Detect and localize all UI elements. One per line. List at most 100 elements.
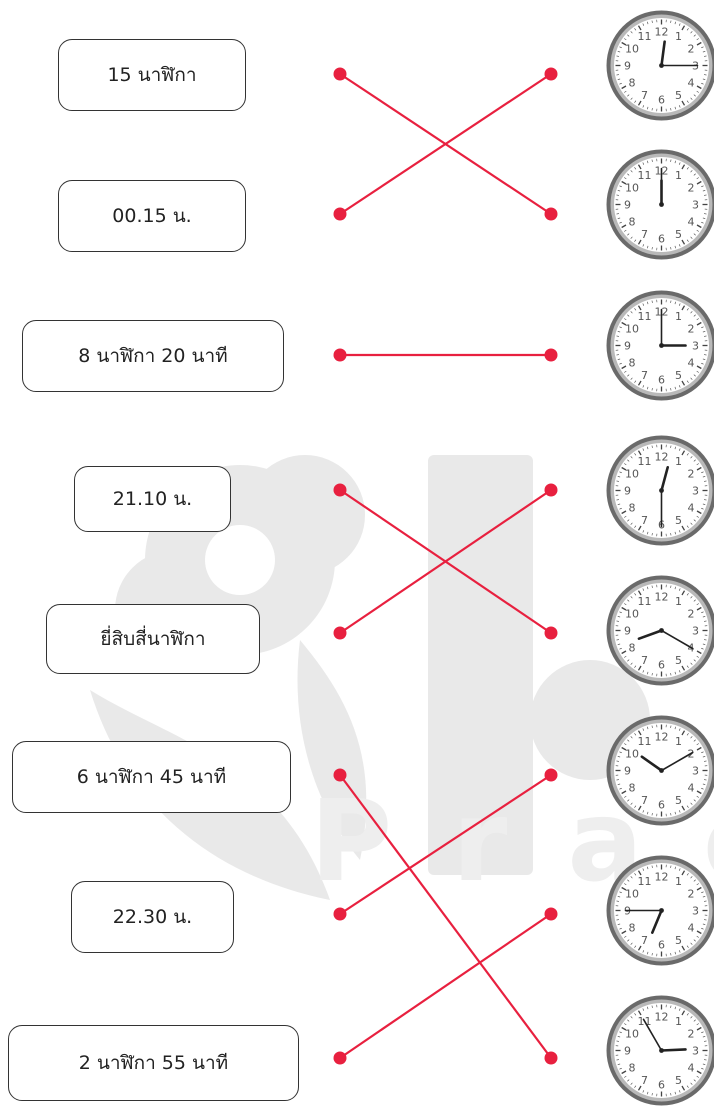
clock-tick (696, 510, 702, 515)
clock-tick (624, 795, 627, 798)
clock-tick (634, 593, 637, 596)
clock-tick (678, 588, 681, 591)
clock-tick (690, 377, 693, 380)
left-dot[interactable] (333, 207, 347, 221)
clock-tick (616, 1059, 620, 1061)
clock-center (659, 768, 664, 773)
right-dot[interactable] (544, 626, 558, 640)
clock-tick (703, 354, 707, 356)
clock-tick (616, 499, 620, 501)
left-dot[interactable] (333, 626, 347, 640)
clock-tick (642, 670, 645, 673)
clock-tick (674, 21, 677, 25)
clock-tick (617, 923, 621, 926)
clock-tick (693, 94, 696, 97)
clock-tick (693, 799, 696, 802)
clock-tick (651, 532, 653, 536)
clock-tick (616, 194, 620, 196)
clock-tick (642, 105, 645, 108)
clock-tick (696, 935, 699, 938)
clock-tick (619, 751, 622, 754)
clock-numeral: 1 (675, 1015, 682, 1028)
clock-tick (616, 74, 620, 76)
clock-tick (678, 728, 681, 731)
clock-tick (630, 170, 633, 173)
clock-tick (621, 790, 627, 795)
left-dot[interactable] (333, 768, 347, 782)
clock-numeral: 4 (687, 77, 694, 90)
clock-numeral: 6 (658, 1079, 665, 1092)
clock-numeral: 11 (638, 595, 652, 608)
right-dot[interactable] (544, 67, 558, 81)
left-dot[interactable] (333, 907, 347, 921)
clock-numeral: 3 (692, 905, 699, 918)
clock-tick (696, 229, 699, 232)
clock-numeral: 9 (624, 625, 631, 638)
clock-tick (696, 466, 702, 471)
right-dot[interactable] (544, 907, 558, 921)
clock-numeral: 4 (687, 782, 694, 795)
clock-numeral: 5 (675, 369, 682, 382)
clock-tick (693, 314, 696, 317)
right-dot[interactable] (544, 483, 558, 497)
clock-numeral: 11 (638, 30, 652, 43)
clock-tick (678, 385, 681, 388)
right-dot[interactable] (544, 207, 558, 221)
right-dot[interactable] (544, 768, 558, 782)
right-dot[interactable] (544, 1051, 558, 1065)
hour-hand (637, 629, 663, 641)
clock-tick (690, 236, 693, 239)
clock-tick (678, 670, 681, 673)
clock-tick (696, 655, 699, 658)
clock-tick (624, 515, 627, 518)
clock-tick (696, 318, 699, 321)
right-dot[interactable] (544, 348, 558, 362)
left-dot[interactable] (333, 348, 347, 362)
clock-tick (674, 531, 677, 535)
clock-tick (702, 895, 706, 898)
clock-numeral: 5 (675, 654, 682, 667)
clock-tick (642, 530, 645, 533)
clock-tick (690, 97, 693, 100)
clock-tick (670, 812, 672, 816)
clock-tick (651, 585, 653, 589)
clock-tick (617, 755, 621, 758)
clock-numeral: 8 (629, 782, 636, 795)
left-dot[interactable] (333, 483, 347, 497)
clock-tick (634, 380, 637, 383)
clock-tick (634, 733, 637, 736)
clock-tick (670, 246, 672, 250)
clock-tick (702, 78, 706, 81)
left-dot[interactable] (333, 1051, 347, 1065)
clock-numeral: 7 (641, 514, 648, 527)
clock-center (659, 63, 664, 68)
clock-numeral: 11 (638, 169, 652, 182)
clock-tick (624, 177, 627, 180)
clock-numeral: 5 (675, 1074, 682, 1087)
clock-tick (634, 167, 637, 170)
clock-tick (701, 362, 704, 365)
clock-tick (703, 620, 707, 622)
clock-tick (630, 522, 633, 525)
clock-tick (678, 244, 681, 247)
clock-tick (616, 55, 620, 57)
clock-tick (616, 919, 620, 921)
clock-tick (617, 783, 621, 786)
clock-tick (678, 448, 681, 451)
clock-numeral: 4 (687, 1062, 694, 1075)
clock-tick (696, 603, 699, 606)
clock-numeral: 7 (641, 369, 648, 382)
match-line (339, 489, 552, 634)
clock-tick (627, 233, 630, 236)
clock-numeral: 3 (692, 1045, 699, 1058)
hour-hand (640, 755, 663, 772)
clock-tick (696, 606, 702, 611)
clock-tick (634, 100, 637, 103)
clock-tick (670, 532, 672, 536)
left-dot[interactable] (333, 67, 347, 81)
clock-tick (703, 779, 707, 781)
clock-tick (617, 643, 621, 646)
clock-tick (646, 951, 649, 955)
clock-tick (681, 525, 686, 531)
clock-tick (624, 463, 627, 466)
